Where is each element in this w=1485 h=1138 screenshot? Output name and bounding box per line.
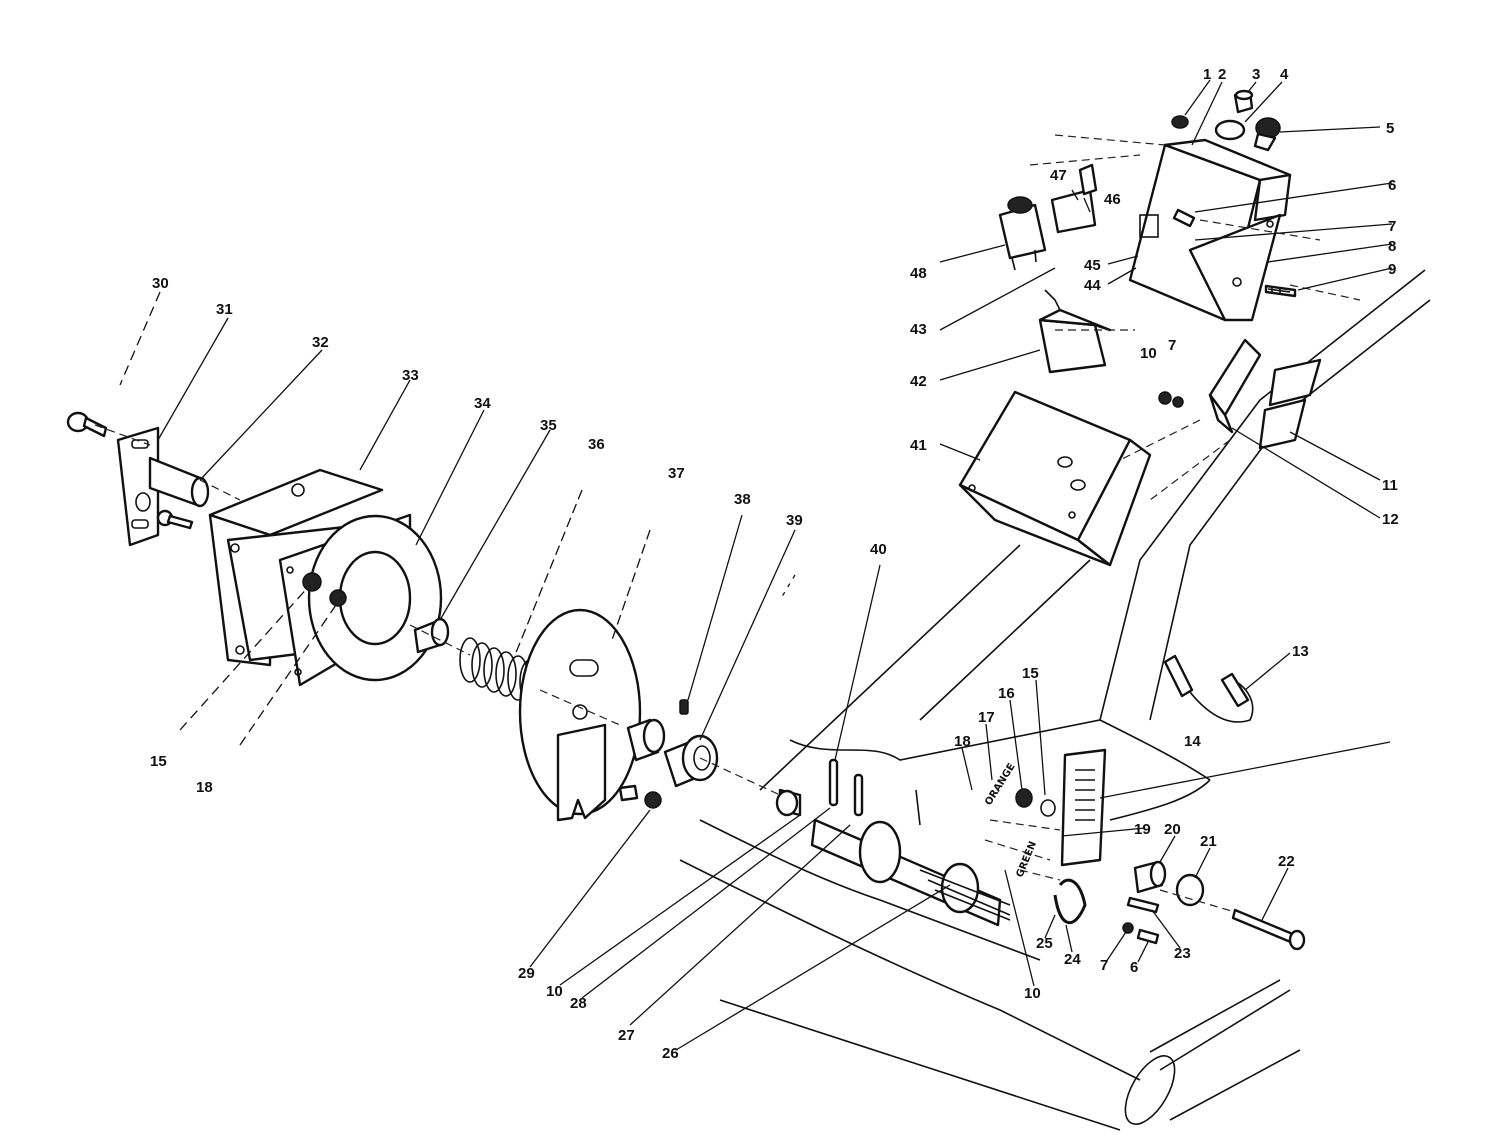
part-5-switch [1253,117,1281,152]
callout-47: 47 [1050,167,1067,184]
part-39-collar [663,734,719,788]
part-6-screw [1172,208,1196,228]
callout-22: 22 [1278,853,1295,870]
part-1-nut [1171,115,1189,129]
part-14-spring-bracket [1060,748,1107,867]
callout-37: 37 [668,465,685,482]
callout-18-right: 18 [954,733,971,750]
callout-34: 34 [474,395,491,412]
part-30-bolt [66,411,108,438]
part-13-wire-loop [1163,654,1254,723]
part-47-switch [1050,163,1098,234]
part-48-switch [998,196,1047,271]
callout-44: 44 [1084,277,1101,294]
callout-24: 24 [1064,951,1081,968]
callout-9: 9 [1388,261,1396,278]
callout-46: 46 [1104,191,1121,208]
callout-7-lower: 7 [1100,957,1108,974]
handle-frame [679,269,1431,1131]
callout-33: 33 [402,367,419,384]
callout-21: 21 [1200,833,1217,850]
callout-labels: 1 2 3 4 5 6 7 8 9 10 7 11 12 13 14 15 16… [150,66,1399,1062]
callout-41: 41 [910,437,927,454]
callout-3: 3 [1252,66,1260,83]
part-38-setscrew-collar [626,699,689,762]
callout-19: 19 [1134,821,1151,838]
part-29-setscrew [618,784,662,809]
wire-tag-orange: ORANGE [983,761,1018,807]
part-24-cable-loop [1053,878,1087,925]
callout-36: 36 [588,436,605,453]
callout-5: 5 [1386,120,1394,137]
callout-40: 40 [870,541,887,558]
bracket-screw [156,509,194,530]
part-37-brake-disc [518,608,642,822]
callout-35: 35 [540,417,557,434]
callout-4: 4 [1280,66,1289,83]
callout-18-left: 18 [196,779,213,796]
callout-6: 6 [1388,177,1396,194]
callout-15-right: 15 [1022,665,1039,682]
callout-2: 2 [1218,66,1226,83]
callout-20: 20 [1164,821,1181,838]
callout-31: 31 [216,301,233,318]
callout-1: 1 [1203,66,1211,83]
callout-26: 26 [662,1045,679,1062]
part-6-7-lower-fasteners [1122,922,1160,945]
callout-7-upper: 7 [1168,337,1176,354]
assembly-lines [94,134,1361,913]
callout-13: 13 [1292,643,1309,660]
callout-45: 45 [1084,257,1101,274]
callout-16: 16 [998,685,1015,702]
callout-39: 39 [786,512,803,529]
callout-48: 48 [910,265,927,282]
part-3-knob [1233,89,1254,114]
callout-8: 8 [1388,238,1396,255]
callout-25: 25 [1036,935,1053,952]
callout-15-left: 15 [150,753,167,770]
part-34-clutch-housing [278,513,443,687]
part-16-nut [1015,788,1056,817]
callout-10-upper: 10 [1140,345,1157,362]
wiring-dashed [984,819,1061,881]
callout-12: 12 [1382,511,1399,528]
part-20-21-rollers [1133,860,1205,907]
callout-38: 38 [734,491,751,508]
callout-7: 7 [1388,218,1396,235]
leader-lines [119,79,1393,1051]
part-41-control-box [958,390,1152,567]
callout-43: 43 [910,321,927,338]
callout-14: 14 [1184,733,1201,750]
part-40-pins [828,758,921,826]
callout-23: 23 [1174,945,1191,962]
callout-28: 28 [570,995,587,1012]
callout-6-lower: 6 [1130,959,1138,976]
callout-17: 17 [978,709,995,726]
part-42-cover [1038,289,1112,374]
callout-10-left: 10 [546,983,563,1000]
part-22-bolt [1231,908,1306,951]
part-9-bolt [1264,284,1297,298]
part-26-threaded-rod [775,788,1011,927]
part-23-screw [1126,896,1160,914]
callout-32: 32 [312,334,329,351]
part-11-12-brackets [1158,338,1322,450]
callout-27: 27 [618,1027,635,1044]
part-31-bracket-plate [116,426,210,547]
callout-10-right: 10 [1024,985,1041,1002]
callout-11: 11 [1382,477,1398,494]
part-4-bezel [1214,119,1246,141]
callout-42: 42 [910,373,927,390]
callout-30: 30 [152,275,169,292]
part-8-switch-bracket [1128,138,1292,322]
callout-29: 29 [518,965,535,982]
